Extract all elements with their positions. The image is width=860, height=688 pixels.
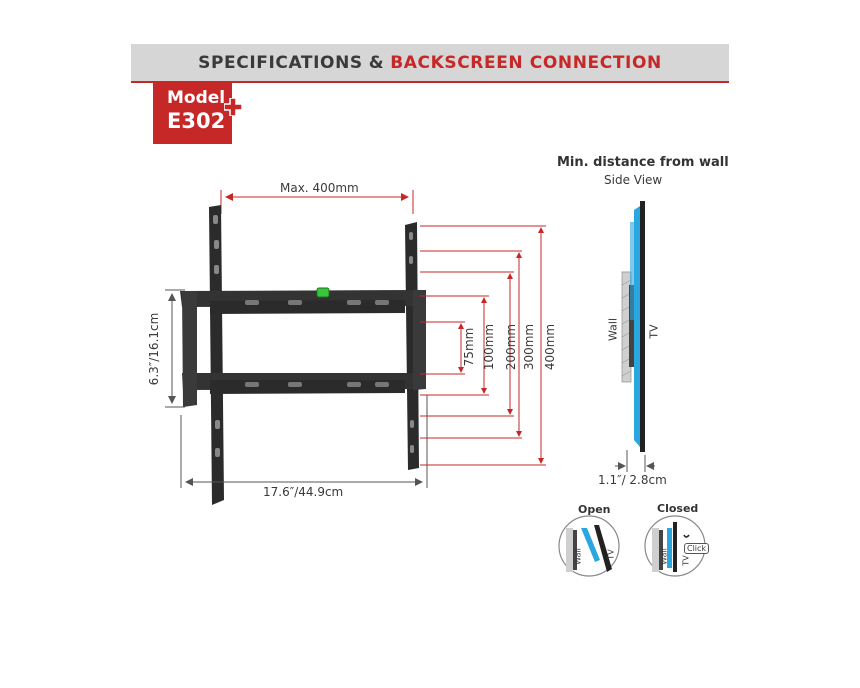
model-badge: Model E302 (153, 82, 232, 144)
vesa-300-label: 300mm (522, 323, 536, 371)
vesa-200-label: 200mm (504, 323, 518, 371)
side-wall-label: Wall (606, 317, 620, 342)
header-title-part1: SPECIFICATIONS (198, 52, 363, 73)
vesa-400-label: 400mm (543, 323, 557, 371)
vesa-arrowheads (458, 227, 544, 464)
height-dimension-label: 6.3″/16.1cm (147, 312, 161, 386)
header-title-part2: BACKSCREEN CONNECTION (390, 52, 662, 73)
plus-icon (224, 98, 242, 116)
header-ampersand: & (368, 52, 385, 73)
side-view-diagram (615, 201, 655, 472)
model-label: Model (167, 88, 226, 108)
side-view-title: Min. distance from wall (557, 155, 729, 170)
model-number: E302 (167, 109, 226, 133)
open-tv-label: TV (606, 549, 616, 560)
width-dimension (180, 395, 428, 488)
closed-click-label: Click (684, 543, 710, 554)
closed-label: Closed (657, 502, 699, 515)
vesa-75-label: 75mm (462, 327, 476, 367)
vesa-100-label: 100mm (482, 323, 496, 371)
closed-tv-label: TV (681, 555, 691, 566)
section-header: SPECIFICATIONS & BACKSCREEN CONNECTION (131, 44, 729, 83)
max-width-label: Max. 400mm (280, 181, 359, 195)
wall-mount-plate (180, 205, 426, 505)
side-view-subtitle: Side View (604, 173, 663, 187)
open-label: Open (578, 503, 611, 516)
side-distance-label: 1.1″/ 2.8cm (598, 473, 667, 487)
width-dimension-label: 17.6″/44.9cm (263, 485, 344, 499)
closed-detail (644, 515, 706, 577)
open-detail (558, 515, 620, 577)
open-wall-label: Wall (573, 548, 583, 565)
vesa-dimensions (420, 225, 546, 466)
side-tv-label: TV (647, 324, 661, 339)
height-dimension (165, 289, 185, 408)
closed-wall-label: Wall (659, 548, 669, 565)
